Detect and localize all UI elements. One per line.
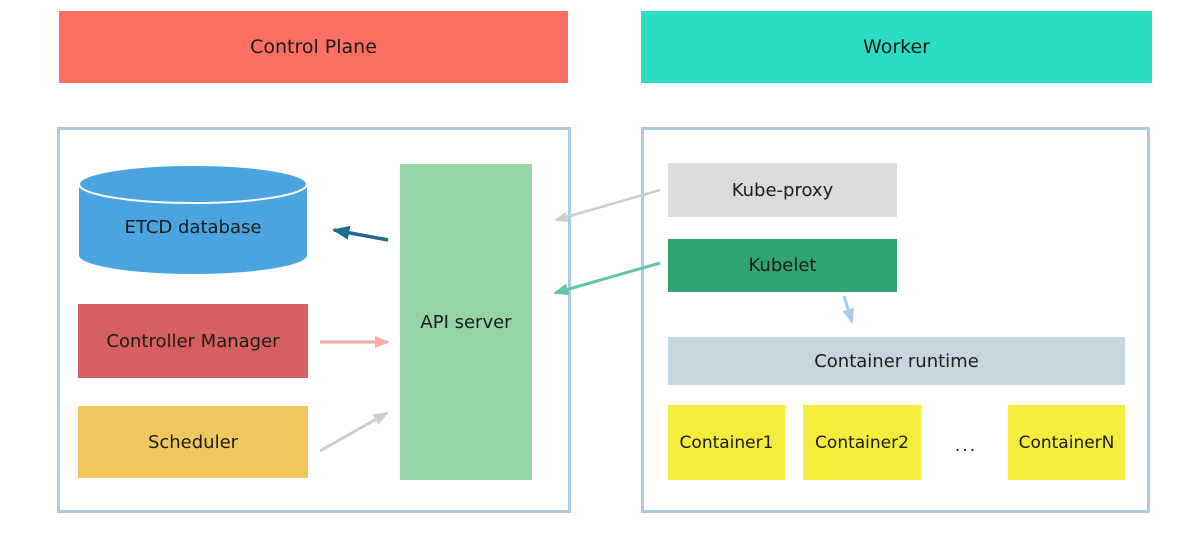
kubelet-node: Kubelet <box>668 239 897 292</box>
controller-manager-label: Controller Manager <box>106 330 280 352</box>
container-2-node: Container2 <box>803 405 921 480</box>
container-2-label: Container2 <box>815 432 909 453</box>
container-1-label: Container1 <box>679 432 774 453</box>
scheduler-node: Scheduler <box>78 406 308 478</box>
control-plane-banner-label: Control Plane <box>250 36 377 58</box>
worker-banner: Worker <box>641 11 1152 83</box>
kube-proxy-node: Kube-proxy <box>668 163 897 217</box>
database-cylinder-icon <box>78 164 308 274</box>
container-n-node: ContainerN <box>1008 405 1125 480</box>
kubelet-label: Kubelet <box>748 255 817 276</box>
etcd-database-node: ETCD database <box>78 163 308 275</box>
scheduler-label: Scheduler <box>147 431 239 453</box>
kube-proxy-label: Kube-proxy <box>731 179 834 201</box>
control-plane-banner: Control Plane <box>59 11 568 83</box>
container-runtime-label: Container runtime <box>814 350 979 372</box>
api-server-label: API server <box>420 311 512 333</box>
controller-manager-node: Controller Manager <box>78 304 308 378</box>
container-n-label: ContainerN <box>1018 432 1115 453</box>
etcd-database-label: ETCD database <box>124 216 262 238</box>
api-server-node: API server <box>400 164 532 480</box>
container-1-node: Container1 <box>668 405 785 480</box>
containers-ellipsis: ... <box>954 436 978 456</box>
container-runtime-node: Container runtime <box>668 337 1125 385</box>
worker-banner-label: Worker <box>863 36 930 58</box>
